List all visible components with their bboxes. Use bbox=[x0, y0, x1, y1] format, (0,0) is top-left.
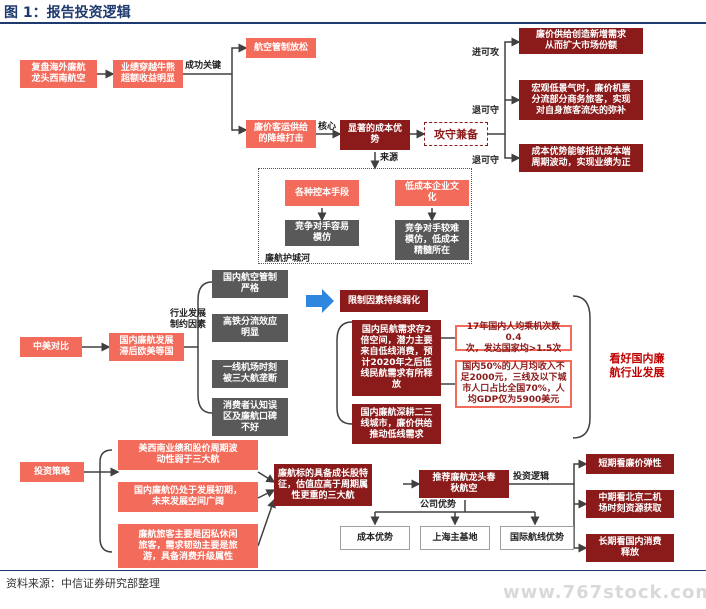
domestic-lag-box: 国内廉航发展 滞后欧美等国 bbox=[109, 333, 184, 361]
recommend-box: 推荐廉航龙头春 秋航空 bbox=[419, 470, 509, 498]
strategy-box: 投资策略 bbox=[20, 462, 84, 482]
horizon-long-box: 长期看国内消费 释放 bbox=[586, 534, 674, 562]
point-2-box: 国内廉航仍处于发展初期， 未来发展空间广阔 bbox=[118, 482, 258, 512]
horizon-short-box: 短期看廉价弹性 bbox=[586, 454, 674, 474]
cost-means-box: 各种控本手段 bbox=[285, 180, 359, 206]
low-cost-culture-box: 低成本企业文 化 bbox=[395, 180, 469, 206]
stat-1-box: 17年国内人均乘机次数0.4 次，发达国家均>1.5次 bbox=[455, 322, 572, 354]
factor-1-box: 国内航空管制 严格 bbox=[212, 270, 288, 298]
aviation-relax-box: 航空管制放松 bbox=[246, 38, 316, 58]
moat-area bbox=[258, 168, 472, 264]
stat-2-box: 国内50%的人月均收入不 足2000元，三线及以下城 市人口占比全国70%，人 … bbox=[455, 360, 572, 408]
outcome-2-box: 宏观低景气时，廉价机票 分流部分商务旅客，实现 对自身旅客流失的弥补 bbox=[519, 80, 643, 120]
success-key-label: 成功关键 bbox=[185, 61, 222, 71]
source-label: 来源 bbox=[380, 153, 399, 163]
conclusion-text: 看好国内廉 航行业发展 bbox=[609, 352, 665, 379]
attack-defense-box: 攻守兼备 bbox=[424, 122, 488, 146]
cost-advantage-box: 显著的成本优 势 bbox=[340, 120, 410, 150]
factor-3-box: 一线机场时刻 被三大航垄断 bbox=[212, 360, 288, 388]
surpass-box: 业绩穿越牛熊 超额收益明显 bbox=[113, 60, 183, 88]
logic-label: 投资逻辑 bbox=[513, 472, 550, 482]
start-box: 复盘海外廉航 龙头西南航空 bbox=[20, 60, 97, 88]
easy-imitate-box: 竞争对手容易 模仿 bbox=[285, 220, 359, 246]
compare-box: 中美对比 bbox=[20, 337, 82, 357]
hard-imitate-box: 竞争对手较难 模仿，低成本 精髓所在 bbox=[395, 220, 469, 260]
horizon-mid-box: 中期看北京二机 场时刻资源获取 bbox=[586, 490, 674, 518]
watermark: www.767stock.com bbox=[503, 582, 706, 603]
outcome-1-box: 廉价供给创造新增需求 从而扩大市场份额 bbox=[519, 28, 643, 54]
advantage-cost-box: 成本优势 bbox=[340, 526, 410, 550]
restrict-label: 行业发展 制约因素 bbox=[170, 309, 207, 330]
attack-label: 进可攻 bbox=[472, 48, 500, 58]
low-price-box: 廉价客运供给 的降维打击 bbox=[246, 120, 316, 148]
company-label: 公司优势 bbox=[420, 500, 457, 510]
source-note: 资料来源：中信证券研究部整理 bbox=[6, 577, 160, 590]
weakening-box: 限制因素持续弱化 bbox=[340, 290, 428, 312]
figure-title: 图 1：报告投资逻辑 bbox=[4, 5, 131, 21]
point-1-box: 美西南业绩和股价周期波 动性弱于三大航 bbox=[118, 440, 258, 470]
demand-box: 国内民航需求存2 倍空间，潜力主要 来自低线消费，预 计2020年之后低 线民航… bbox=[352, 320, 441, 396]
advantage-shanghai-box: 上海主基地 bbox=[420, 526, 490, 550]
retreat-label-1: 退可守 bbox=[472, 106, 500, 116]
factor-4-box: 消费者认知误 区及廉航口碑 不好 bbox=[212, 398, 288, 436]
advantage-intl-box: 国际航线优势 bbox=[500, 526, 574, 550]
outcome-3-box: 成本优势能够抵抗成本端 周期波动，实现业绩为正 bbox=[519, 144, 643, 172]
moat-label: 廉航护城河 bbox=[265, 254, 311, 264]
title-divider bbox=[0, 22, 706, 24]
core-label: 核心 bbox=[318, 122, 337, 132]
penetrate-box: 国内廉航深耕二三 线城市，廉价供给 推动低线需求 bbox=[352, 404, 441, 444]
factor-2-box: 高铁分流效应 明显 bbox=[212, 314, 288, 342]
retreat-label-2: 退可守 bbox=[472, 156, 500, 166]
summary-box: 廉航标的具备成长股特 征，估值应高于周期属 性更重的三大航 bbox=[274, 464, 372, 506]
point-3-box: 廉航旅客主要是因私休闲 旅客，需求韧劲主要是旅 游，具备消费升级属性 bbox=[118, 524, 258, 568]
footer-divider bbox=[0, 570, 706, 571]
